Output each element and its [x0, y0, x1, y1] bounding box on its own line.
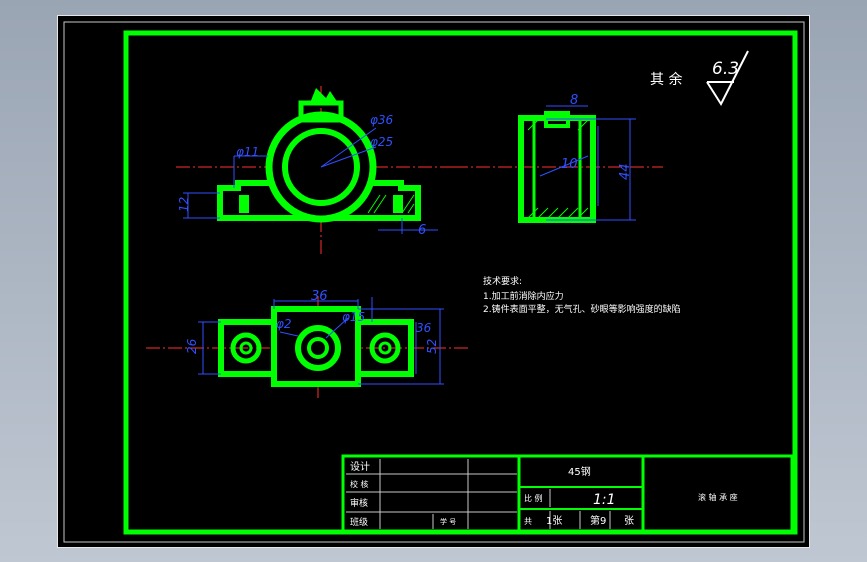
tech-item-2: 2.铸件表面平整，无气孔、砂眼等影响强度的缺陷	[483, 303, 681, 315]
dim-side-height: 44	[618, 163, 633, 180]
dim-front-offset: 6	[418, 223, 426, 238]
dim-front-height: 12	[177, 197, 191, 212]
dim-top-left: 26	[185, 338, 199, 354]
top-view: 36 φ2 φ15 36 26 52	[146, 289, 468, 401]
tb-scale-label: 比 例	[524, 493, 543, 503]
front-view: φ36 φ25 φ11 12 6	[176, 86, 458, 256]
tb-sheet-total: 1张	[546, 515, 562, 527]
tech-title: 技术要求:	[483, 275, 522, 287]
tb-review-label: 审核	[350, 497, 368, 509]
tb-check-label: 校 核	[350, 479, 369, 489]
dim-top-phi2: φ15	[342, 310, 365, 324]
roughness-symbol: 其 余 6.3	[650, 50, 749, 107]
title-block: 设计 校 核 审核 班级 学 号 45钢 比 例 1:1 共 1张 第9 张 滚…	[341, 454, 794, 533]
dim-side-inner: 10	[561, 157, 578, 172]
tb-part-name: 滚 轴 承 座	[698, 492, 738, 502]
tech-requirements: 技术要求: 1.加工前消除内应力 2.铸件表面平整，无气孔、砂眼等影响强度的缺陷	[483, 275, 681, 315]
dim-top-width: 36	[311, 289, 328, 304]
outer-border-line	[63, 21, 805, 543]
drawing-canvas: 其 余 6.3	[63, 21, 805, 543]
dim-phi36: φ36	[370, 113, 394, 127]
dim-side-width: 8	[570, 93, 578, 108]
dim-top-total: 52	[425, 339, 439, 354]
tech-item-1: 1.加工前消除内应力	[483, 290, 564, 302]
tb-sheet-no-suffix: 张	[624, 515, 634, 527]
side-view: 8 10 44	[454, 93, 663, 223]
tb-design-label: 设计	[350, 460, 370, 473]
dim-top-phi1: φ2	[276, 317, 292, 331]
tb-class-label: 班级	[350, 516, 368, 528]
dim-phi11: φ11	[236, 145, 259, 159]
roughness-value: 6.3	[712, 59, 739, 79]
tb-material: 45钢	[568, 465, 591, 478]
cad-viewport[interactable]: 其 余 6.3	[57, 15, 810, 548]
dim-top-right: 36	[416, 321, 432, 335]
roughness-label: 其 余	[650, 71, 682, 88]
tb-id-label: 学 号	[440, 517, 456, 526]
tb-sheet-no-prefix: 第9	[590, 514, 606, 527]
dim-phi25: φ25	[370, 135, 393, 149]
tb-sheet-total-prefix: 共	[524, 517, 532, 526]
tb-scale-value: 1:1	[593, 492, 616, 508]
